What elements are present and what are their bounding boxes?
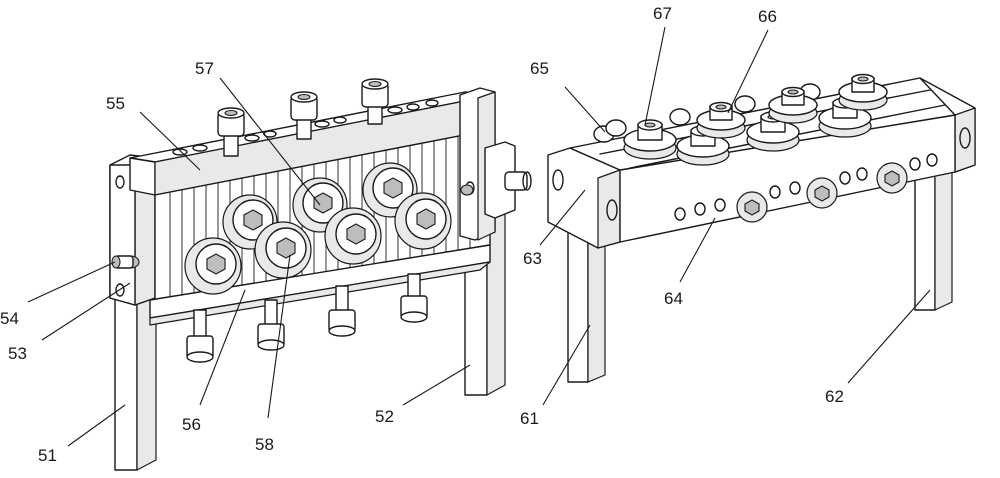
rear-leg-62 — [914, 146, 953, 311]
leader-57 — [219, 77, 321, 206]
bottom-adjust-bolts — [186, 273, 428, 363]
leader-52 — [402, 364, 471, 406]
leader-62 — [847, 289, 931, 384]
left-pin-54 — [111, 255, 134, 269]
callout-62: 62 — [825, 387, 844, 406]
grooved-roller-set-66-67 — [623, 73, 888, 166]
grooved-roller — [696, 101, 746, 139]
callout-57: 57 — [195, 59, 214, 78]
lower-plate-56 — [149, 244, 491, 326]
callout-66: 66 — [758, 7, 777, 26]
callout-61: 61 — [520, 409, 539, 428]
callout-51: 51 — [38, 446, 57, 465]
leader-53 — [41, 282, 131, 341]
callout-58: 58 — [255, 435, 274, 454]
left-straightening-frame — [109, 78, 532, 471]
leader-51 — [67, 404, 126, 447]
callout-63: 63 — [523, 249, 542, 268]
leader-58 — [267, 254, 291, 419]
leader-56 — [199, 289, 246, 406]
callout-53: 53 — [8, 344, 27, 363]
rear-guide-rollers-65 — [593, 83, 821, 143]
upper-roller-row-57 — [222, 162, 418, 250]
callout-65: 65 — [530, 59, 549, 78]
leader-67 — [644, 26, 666, 126]
leader-61 — [542, 324, 591, 406]
roller — [254, 221, 312, 279]
roller — [394, 192, 452, 250]
right-straightening-frame — [547, 73, 976, 383]
roller — [184, 237, 242, 295]
callout-67: 67 — [653, 4, 672, 23]
leader-54 — [27, 261, 116, 303]
callout-54: 54 — [0, 309, 19, 328]
leader-66 — [727, 29, 769, 114]
grooved-roller — [768, 86, 818, 124]
lower-roller-row-58 — [184, 192, 452, 295]
callout-56: 56 — [182, 415, 201, 434]
leader-55 — [139, 111, 201, 171]
roller — [324, 207, 382, 265]
front-bar-bolts — [736, 162, 908, 223]
leader-65 — [564, 86, 606, 133]
grooved-roller — [623, 119, 677, 160]
leader-63 — [539, 189, 586, 246]
leader-lines — [27, 26, 931, 447]
leader-64 — [679, 217, 716, 283]
right-end-block — [459, 87, 532, 241]
grooved-roller — [838, 73, 888, 111]
callout-52: 52 — [375, 407, 394, 426]
callout-55: 55 — [106, 94, 125, 113]
callout-64: 64 — [664, 289, 683, 308]
top-adjust-bolts — [217, 78, 389, 157]
